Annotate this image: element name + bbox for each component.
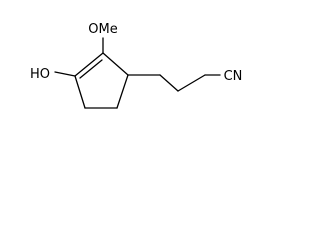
nitrile-label: CN [224,69,243,84]
ring-double-bond-inner [79,59,103,79]
substituent-bonds [54,37,221,92]
ring-bonds [74,52,129,109]
ring-bond-c2-c3 [74,75,86,109]
hydroxyl-bond [54,71,76,77]
methoxy-label: OMe [88,22,117,37]
structure-diagram: OMe HO CN [30,22,243,109]
ring-bond-c4-c5 [116,74,129,109]
chain-bond-up [177,74,206,92]
chain-bond-down [159,74,179,92]
ring-bond-c5-c1 [102,52,129,76]
ring-double-bond-outer [74,52,104,77]
hydroxyl-label: HO [30,67,50,82]
